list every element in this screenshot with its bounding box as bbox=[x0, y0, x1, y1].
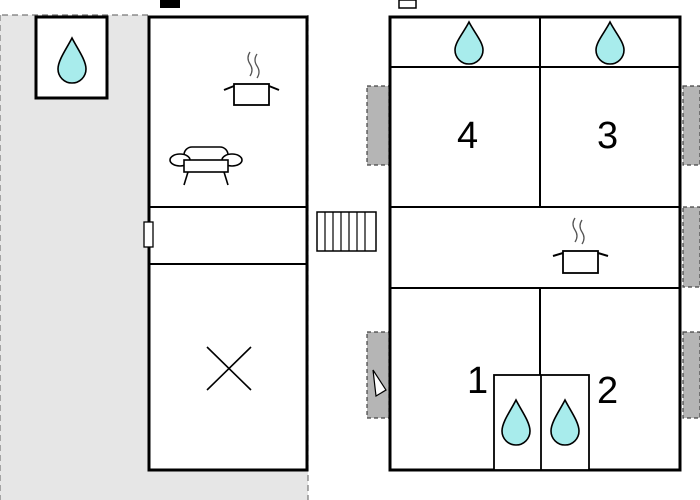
stairs-icon bbox=[316, 211, 377, 252]
water-drop-icon bbox=[454, 20, 484, 65]
cooking-pot-icon bbox=[552, 217, 609, 274]
water-drop-icon bbox=[550, 398, 580, 446]
cross-icon bbox=[206, 346, 252, 391]
outdoor-shower bbox=[34, 15, 109, 100]
left-building bbox=[143, 15, 309, 472]
terraces bbox=[366, 85, 700, 419]
door-icon bbox=[372, 369, 387, 397]
right-building: 4 3 1 2 bbox=[388, 15, 682, 472]
water-drop-icon bbox=[501, 398, 531, 446]
room-number-2: 2 bbox=[597, 370, 618, 412]
door-icon bbox=[143, 221, 154, 248]
cooking-pot-icon bbox=[223, 51, 280, 106]
room-number-3: 3 bbox=[597, 115, 618, 157]
vent-mark bbox=[398, 0, 417, 9]
water-drop-icon bbox=[595, 20, 625, 65]
room-number-1: 1 bbox=[467, 360, 488, 402]
sofa-icon bbox=[169, 146, 243, 186]
bathrooms-bottom bbox=[493, 374, 590, 471]
chimney-mark bbox=[160, 0, 180, 8]
room-number-4: 4 bbox=[457, 115, 478, 157]
water-drop-icon bbox=[57, 36, 87, 84]
